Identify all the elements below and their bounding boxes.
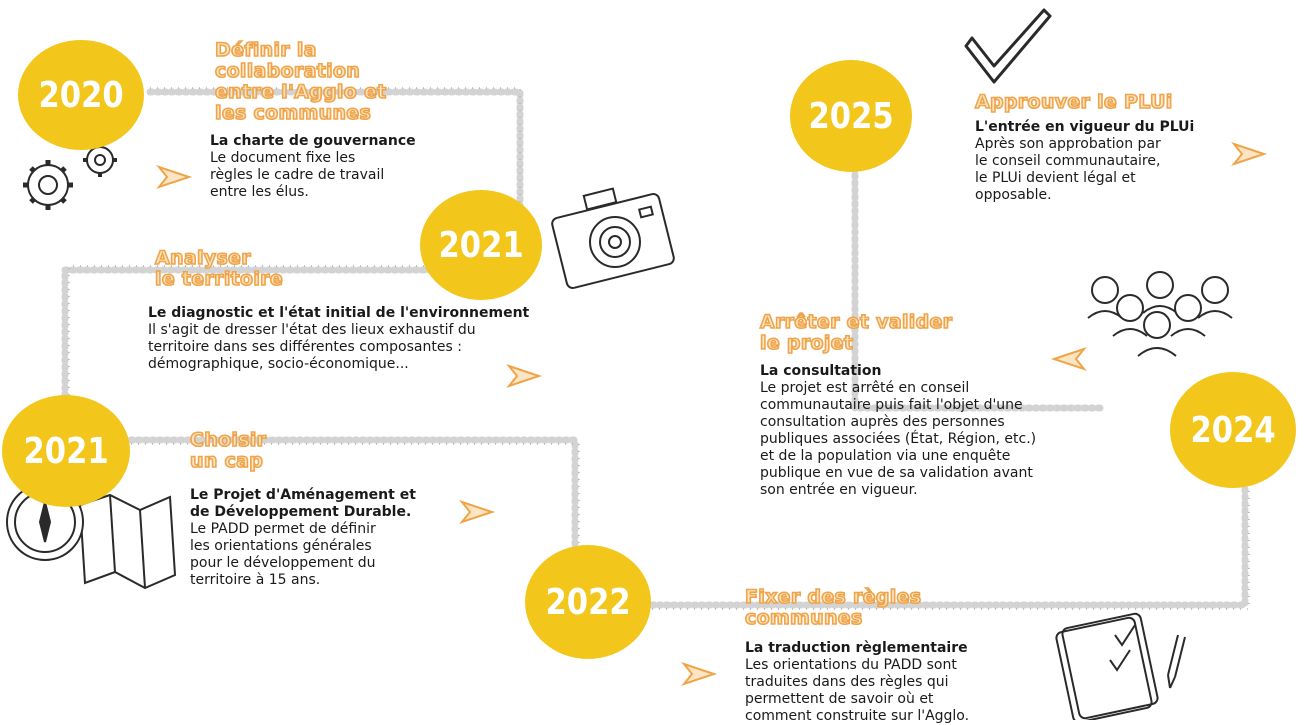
step-text: Il s'agit de dresser l'état des lieux ex… bbox=[148, 322, 476, 372]
year-circle: 2020 bbox=[18, 40, 144, 150]
step-subtitle: Le Projet d'Aménagement et de Développem… bbox=[190, 487, 416, 520]
step-subtitle: L'entrée en vigueur du PLUi bbox=[975, 119, 1195, 135]
step-subtitle: Le diagnostic et l'état initial de l'env… bbox=[148, 305, 530, 321]
step-description: La consultation Le projet est arrêté en … bbox=[760, 363, 1036, 499]
year-circle: 2022 bbox=[525, 545, 651, 659]
gears-icon bbox=[23, 143, 117, 210]
step-description: L'entrée en vigueur du PLUi Après son ap… bbox=[975, 119, 1194, 204]
chevron-arrow-icon bbox=[459, 499, 496, 525]
step-title: Choisir un cap bbox=[189, 429, 267, 473]
step-description: Le diagnostic et l'état initial de l'env… bbox=[148, 305, 529, 373]
step-description: La charte de gouvernance Le document fix… bbox=[210, 133, 416, 201]
step-title: Analyser le territoire bbox=[154, 247, 284, 291]
year-label: 2020 bbox=[38, 74, 124, 116]
year-circle: 2025 bbox=[790, 60, 912, 172]
chevron-arrow-icon bbox=[506, 363, 543, 389]
chevron-arrow-icon bbox=[681, 661, 718, 687]
people-group-icon bbox=[1087, 271, 1233, 357]
year-label: 2022 bbox=[545, 581, 631, 623]
checkmark-icon bbox=[964, 8, 1052, 84]
step-subtitle: La consultation bbox=[760, 363, 882, 379]
step-text: Le document fixe les règles le cadre de … bbox=[210, 150, 385, 200]
camera-icon bbox=[551, 187, 675, 289]
step-text: Le PADD permet de définir les orientatio… bbox=[190, 521, 376, 588]
year-label: 2024 bbox=[1190, 409, 1276, 451]
step-title: Approuver le PLUi bbox=[974, 91, 1173, 114]
year-circle: 2024 bbox=[1170, 372, 1296, 488]
path-segment bbox=[851, 156, 1104, 412]
step-text: Le projet est arrêté en conseil communau… bbox=[760, 380, 1037, 498]
chevron-arrow-icon bbox=[156, 164, 193, 190]
chevron-arrow-icon bbox=[1231, 141, 1268, 167]
year-label: 2025 bbox=[808, 95, 894, 137]
step-text: Après son approbation par le conseil com… bbox=[975, 136, 1161, 203]
step-description: Le Projet d'Aménagement et de Développem… bbox=[190, 487, 416, 589]
step-description: La traduction règlementaire Les orientat… bbox=[745, 640, 969, 725]
step-title: Définir la collaboration entre l'Agglo e… bbox=[214, 39, 387, 125]
step-title: Fixer des règles communes bbox=[744, 586, 922, 630]
step-subtitle: La traduction règlementaire bbox=[745, 640, 968, 656]
step-text: Les orientations du PADD sont traduites … bbox=[745, 657, 970, 724]
chevron-arrow-icon bbox=[1050, 346, 1087, 372]
step-subtitle: La charte de gouvernance bbox=[210, 133, 416, 149]
year-label: 2021 bbox=[438, 224, 524, 266]
step-title: Arrêter et valider le projet bbox=[759, 311, 953, 355]
notebook-pen-icon bbox=[1055, 612, 1186, 720]
year-circle: 2021 bbox=[2, 395, 130, 507]
year-label: 2021 bbox=[23, 430, 109, 472]
year-circle: 2021 bbox=[420, 190, 542, 300]
